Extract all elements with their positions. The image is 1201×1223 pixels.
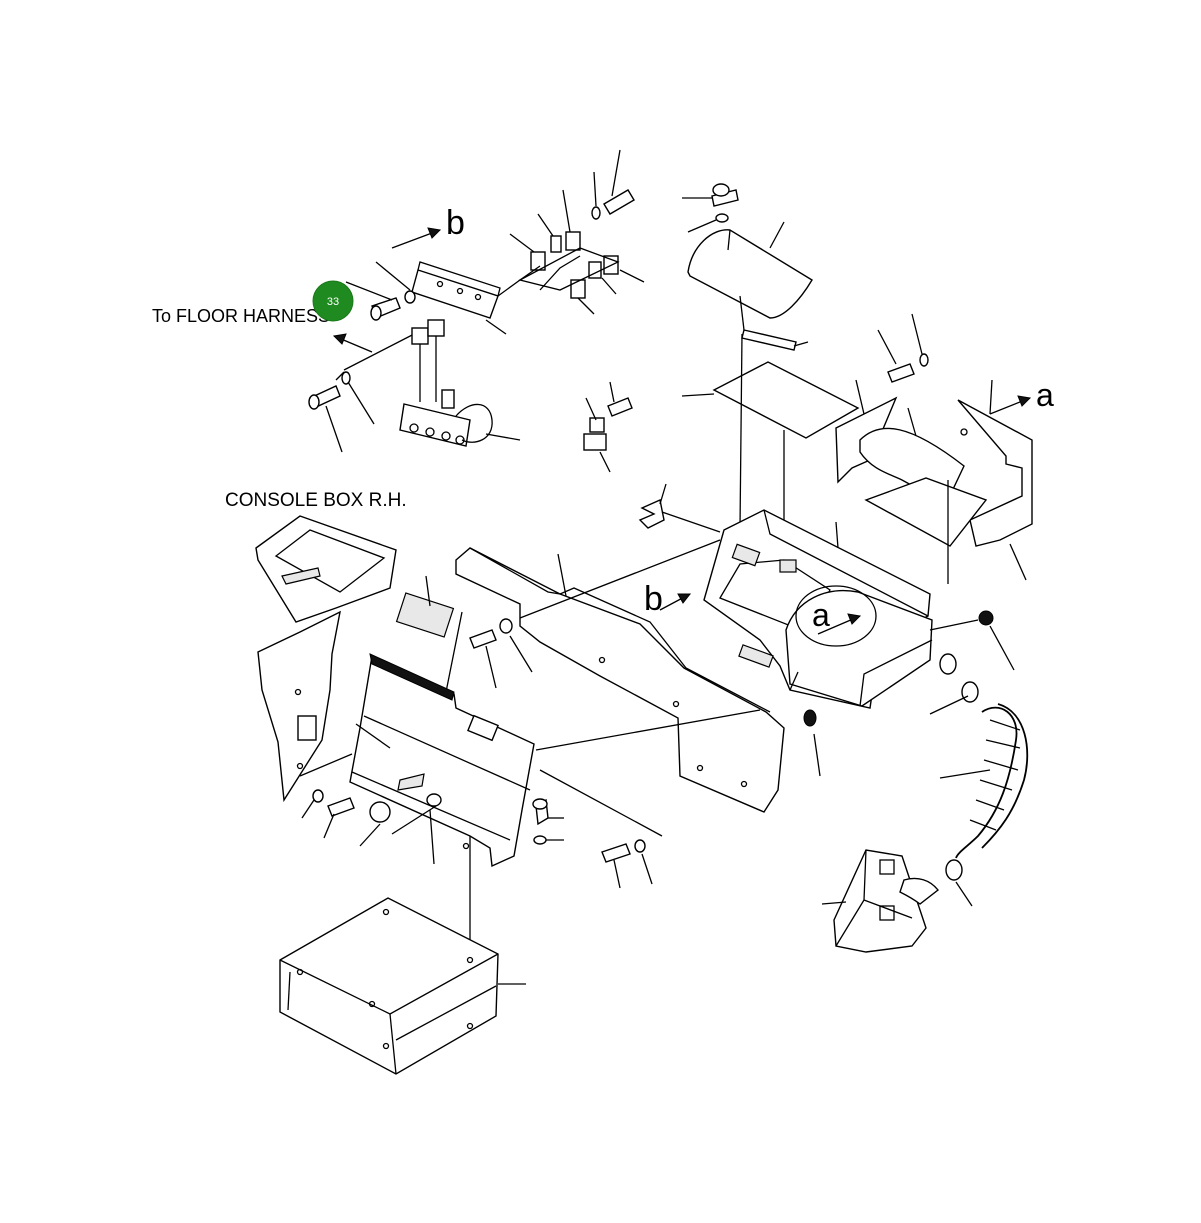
main-console-body xyxy=(455,483,933,813)
small-switch-part xyxy=(583,381,633,473)
controller-unit-box xyxy=(279,897,526,1075)
ref-a-right: a xyxy=(1036,377,1054,413)
side-covers-right xyxy=(835,313,1033,584)
console-box-rh xyxy=(255,515,663,960)
floor-harness-label: To FLOOR HARNESS xyxy=(152,306,330,326)
ref-a-middle: a xyxy=(812,597,830,633)
air-duct-hose xyxy=(803,610,1029,953)
relay-connector-assembly xyxy=(308,319,521,453)
top-cover-panel xyxy=(682,183,813,351)
ref-b-top: b xyxy=(446,204,465,242)
callout-marker-33-circle[interactable] xyxy=(312,280,354,322)
console-box-rh-label: CONSOLE BOX R.H. xyxy=(225,490,407,511)
callout-marker-33[interactable]: 33 xyxy=(312,280,354,322)
callout-marker-33-number: 33 xyxy=(327,296,339,308)
ref-b-middle: b xyxy=(644,580,663,618)
harness-bracket-group xyxy=(332,149,645,353)
